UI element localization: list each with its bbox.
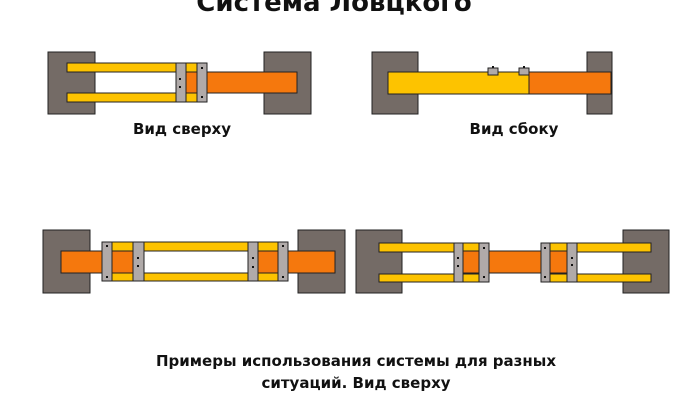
bolt-dot	[252, 257, 254, 259]
clamp	[196, 62, 208, 103]
clamp	[101, 241, 113, 282]
bolt-dot	[483, 276, 485, 278]
bolt-dot	[201, 96, 203, 98]
bolt-dot	[571, 264, 573, 266]
yellow-rail-bottom	[540, 273, 652, 283]
clamp	[175, 62, 187, 103]
example-2-diagram	[355, 229, 670, 294]
yellow-rail-top	[101, 241, 289, 252]
bolt-dot	[457, 257, 459, 259]
right-wall	[622, 229, 670, 294]
bolt-dot	[179, 78, 181, 80]
bolt-dot	[457, 265, 459, 267]
top-view-label: Вид сверху	[132, 120, 232, 138]
bolt-dot	[282, 245, 284, 247]
clamp	[247, 241, 259, 282]
yellow-rail-bottom	[378, 273, 490, 283]
examples-caption-line1: Примеры использования системы для разных	[155, 352, 556, 370]
left-wall	[355, 229, 403, 294]
examples-caption-line2: ситуаций. Вид сверху	[261, 374, 451, 392]
bolt-dot	[282, 276, 284, 278]
diagram-title: Система Ловцкого	[196, 0, 472, 18]
bolt-dot	[137, 257, 139, 259]
orange-bar	[528, 71, 612, 95]
side-view-diagram	[371, 51, 613, 115]
bolt-dot	[106, 245, 108, 247]
left-wall	[47, 51, 96, 115]
bolt-dot	[492, 66, 494, 68]
clamp	[487, 67, 499, 76]
yellow-rail-bottom	[101, 272, 289, 282]
bolt-dot	[106, 276, 108, 278]
yellow-bar	[387, 71, 530, 95]
bolt-dot	[483, 247, 485, 249]
bolt-dot	[252, 266, 254, 268]
clamp	[518, 67, 530, 76]
clamp	[132, 241, 145, 282]
clamp	[540, 242, 551, 283]
clamp	[277, 241, 289, 282]
bolt-dot	[179, 86, 181, 88]
bolt-dot	[571, 257, 573, 259]
bolt-dot	[544, 247, 546, 249]
top-view-diagram	[47, 51, 312, 115]
bolt-dot	[544, 276, 546, 278]
side-view-label: Вид сбоку	[469, 120, 559, 138]
panel	[143, 250, 249, 274]
bolt-dot	[201, 67, 203, 69]
bolt-dot	[137, 265, 139, 267]
bolt-dot	[523, 66, 525, 68]
clamp	[478, 242, 490, 283]
example-1-diagram	[42, 229, 346, 294]
clamp	[453, 242, 464, 283]
clamp	[566, 242, 578, 283]
